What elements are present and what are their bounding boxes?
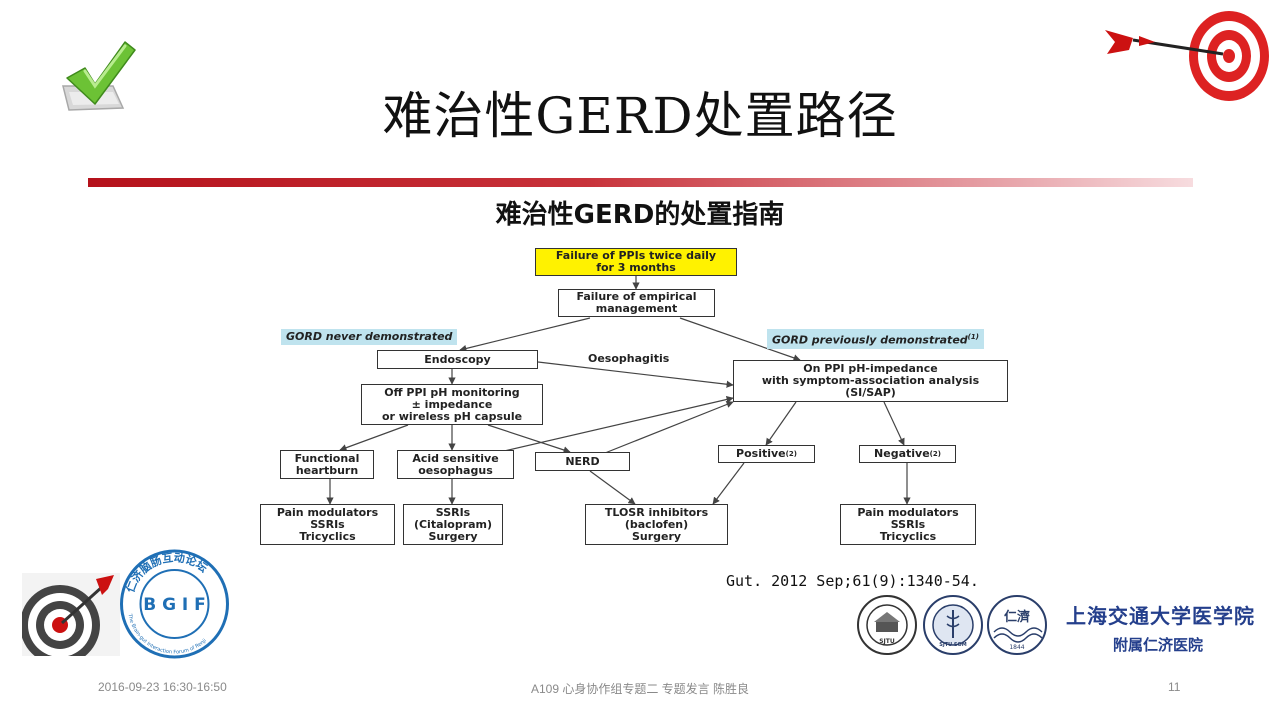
flow-off-ppi-box: Off PPI pH monitoring ± impedance or wir…: [361, 384, 543, 425]
flow-endoscopy-box: Endoscopy: [377, 350, 538, 369]
hospital-name: 附属仁济医院: [1113, 636, 1204, 654]
flow-pain-modulators-right-box: Pain modulators SSRIs Tricyclics: [840, 504, 976, 545]
flow-empirical-box: Failure of empirical management: [558, 289, 715, 317]
tag-gord-previously-sup: (1): [967, 333, 979, 341]
footer-page-number: 11: [1168, 680, 1181, 694]
slide-title: 难治性GERD处置路径: [382, 87, 898, 145]
footer-datetime: 2016-09-23 16:30-16:50: [98, 680, 227, 694]
flow-nerd-box: NERD: [535, 452, 630, 471]
footer-session: A109 心身协作组专题二 专题发言 陈胜良: [530, 682, 750, 696]
flow-tlosr-box: TLOSR inhibitors (baclofen) Surgery: [585, 504, 728, 545]
title-rule: [88, 178, 1193, 187]
sjtu-som-seal-text: SJTU SOM: [939, 642, 967, 648]
renji-seal-logo: 仁濟 1844: [986, 594, 1048, 656]
flow-pain-modulators-left-box: Pain modulators SSRIs Tricyclics: [260, 504, 395, 545]
slide-subtitle: 难治性GERD的处置指南: [495, 200, 785, 230]
tag-gord-never-label: GORD never demonstrated: [286, 330, 453, 343]
flow-negative-label: Negative: [874, 447, 930, 460]
flow-ssri-box: SSRIs (Citalopram) Surgery: [403, 504, 503, 545]
bgif-forum-logo: 仁济脑肠互动论坛 The Brain-gut Interaction Forum…: [118, 549, 231, 659]
tag-gord-previously-label: GORD previously demonstrated: [772, 333, 968, 347]
flow-negative-box: Negative(2): [859, 445, 956, 463]
target-dart-bottom-icon: [20, 573, 120, 665]
flow-positive-sup: (2): [785, 450, 797, 458]
checkmark-icon: [55, 38, 140, 116]
target-dart-icon: [1103, 10, 1273, 102]
tag-gord-never: GORD never demonstrated: [281, 329, 458, 345]
tag-gord-previously: GORD previously demonstrated(1): [767, 329, 984, 349]
sjtu-som-seal-logo: SJTU SOM: [922, 594, 984, 656]
flow-on-ppi-box: On PPI pH-impedance with symptom-associa…: [733, 360, 1008, 402]
sjtu-seal-logo: SJTU: [856, 594, 918, 656]
flow-positive-label: Positive: [736, 447, 786, 460]
citation: Gut. 2012 Sep;61(9):1340-54.: [726, 572, 979, 590]
flow-start-box: Failure of PPIs twice daily for 3 months: [535, 248, 737, 276]
university-name: 上海交通大学医学院: [1066, 604, 1255, 628]
flow-functional-heartburn-box: Functional heartburn: [280, 450, 374, 479]
flow-oesophagitis-label: Oesophagitis: [588, 352, 670, 365]
flow-positive-box: Positive(2): [718, 445, 815, 463]
flow-acid-sensitive-box: Acid sensitive oesophagus: [397, 450, 514, 479]
renji-seal-year: 1844: [1009, 644, 1024, 651]
sjtu-seal-text: SJTU: [879, 638, 895, 645]
bgif-center-text: B G I F: [143, 595, 206, 615]
flow-negative-sup: (2): [929, 450, 941, 458]
renji-seal-name: 仁濟: [1004, 609, 1030, 625]
